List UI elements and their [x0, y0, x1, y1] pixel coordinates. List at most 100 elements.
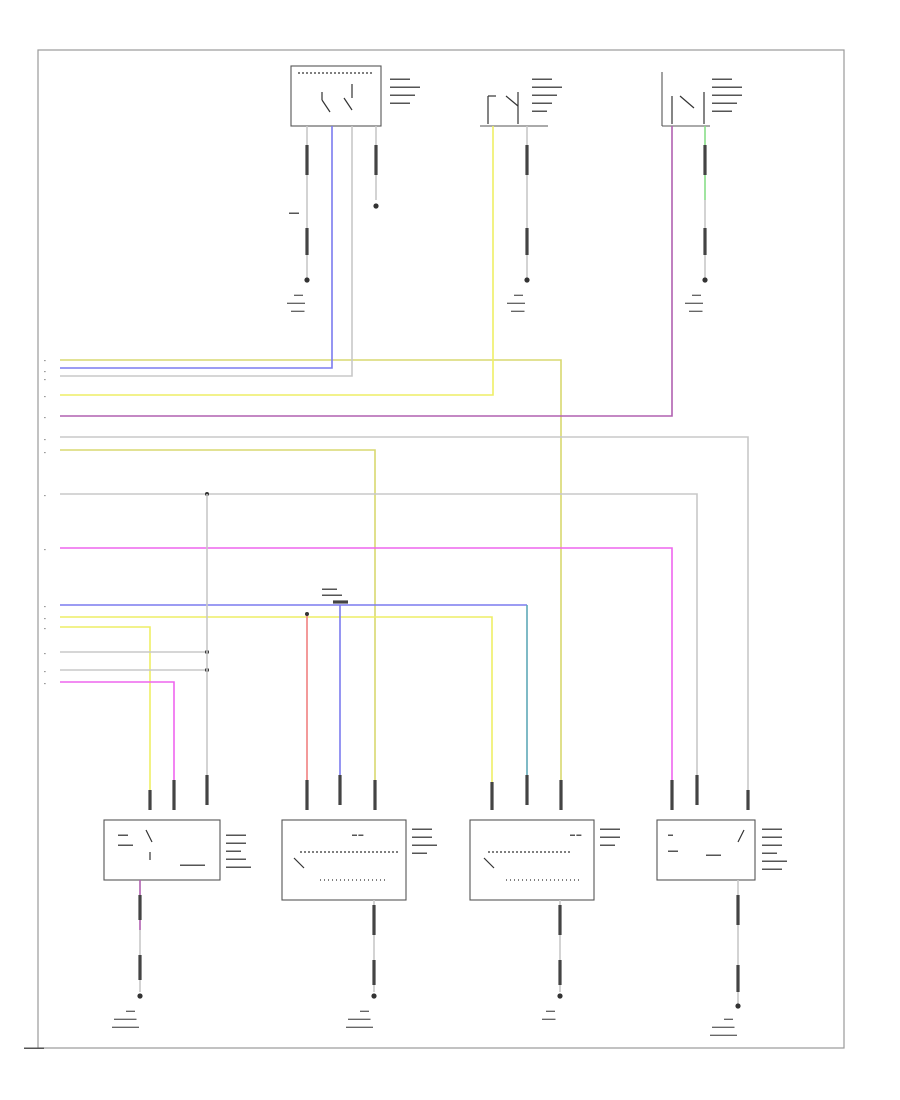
bus-wires	[60, 126, 749, 790]
sheet-id: ▬▬▬▬	[24, 1045, 44, 1051]
svg-text:▪: ▪	[44, 651, 46, 656]
top-left-switch-component: ▬▬▬▬ ▬▬▬▬▬▬ ▬▬▬▬▬ ▬▬▬▬	[290, 65, 420, 127]
top-middle-switch-component: ▬▬▬▬ ▬▬▬▬▬▬ ▬▬▬▬▬ ▬▬▬▬ ▬▬▬	[480, 76, 562, 127]
svg-text:▪: ▪	[44, 415, 46, 420]
svg-text:▬▬▬▬: ▬▬▬▬	[600, 826, 620, 832]
switch-contact-icon	[505, 95, 519, 107]
svg-text:▪: ▪	[44, 394, 46, 399]
svg-text:▬▬▬▬: ▬▬▬▬	[712, 76, 732, 82]
svg-text:▬▬▬: ▬▬▬	[118, 842, 133, 848]
svg-text:▬▬▬: ▬▬▬	[706, 852, 721, 858]
svg-text:▬▬▬▬: ▬▬▬▬	[390, 100, 410, 106]
svg-text:▬▬: ▬▬	[724, 1016, 734, 1021]
svg-text:▪: ▪	[44, 604, 46, 609]
bottom-switch-2: ▬ ▬ ▬▬▬▬ ▬▬▬▬ ▬▬▬▬▬ ▬▬▬	[281, 819, 437, 901]
svg-text:▪: ▪	[44, 358, 46, 363]
svg-text:▬▬▬: ▬▬▬	[532, 108, 547, 114]
svg-text:▬▬▬: ▬▬▬	[762, 850, 777, 856]
svg-text:▬▬▬▬: ▬▬▬▬	[600, 834, 620, 840]
svg-text:▬▬▬▬: ▬▬▬▬	[226, 856, 246, 862]
svg-text:▬▬: ▬▬	[514, 292, 524, 297]
svg-text:▬▬▬▬: ▬▬▬▬	[412, 834, 432, 840]
svg-text:▬▬: ▬▬	[289, 210, 299, 216]
svg-text:▬▬▬: ▬▬▬	[689, 308, 703, 313]
splice-dot-icon	[305, 612, 309, 616]
svg-text:▬▬▬▬▬: ▬▬▬▬▬	[180, 862, 205, 868]
bottom-switch-1: ▬▬ ▬▬▬ ▬▬▬▬▬ ▬▬▬▬ ▬▬▬▬ ▬▬▬ ▬▬▬▬ ▬▬▬▬▬	[103, 819, 251, 881]
svg-text:▬▬▬▬▬▬: ▬▬▬▬▬▬	[112, 1024, 140, 1029]
svg-text:▬▬▬: ▬▬▬	[542, 1016, 556, 1021]
svg-text:▬▬▬▬▬: ▬▬▬▬▬	[532, 92, 557, 98]
svg-text:▪: ▪	[44, 493, 46, 498]
switch-contact-icon	[293, 857, 305, 869]
ground-symbol-icon	[524, 277, 530, 283]
svg-text:▪: ▪	[44, 450, 46, 455]
svg-text:▬▬▬: ▬▬▬	[511, 308, 525, 313]
svg-text:▪: ▪	[44, 369, 46, 374]
svg-text:▬▬▬▬▬▬: ▬▬▬▬▬▬	[390, 84, 420, 90]
svg-text:▬▬▬▬▬: ▬▬▬▬▬	[390, 92, 415, 98]
svg-text:▬▬▬▬: ▬▬▬▬	[226, 840, 246, 846]
svg-text:▬▬: ▬▬	[668, 848, 678, 854]
ground-symbol-icon	[304, 277, 310, 283]
svg-text:▬▬▬▬▬: ▬▬▬▬▬	[412, 842, 437, 848]
svg-text:▬▬▬▬▬: ▬▬▬▬▬	[712, 1024, 735, 1029]
svg-text:▬▬▬: ▬▬▬	[600, 842, 615, 848]
svg-text:▪: ▪	[44, 547, 46, 552]
bottom-switch-4: ▬ ▬▬ ▬▬▬ ▬▬▬▬ ▬▬▬▬ ▬▬▬▬ ▬▬▬ ▬▬▬▬▬ ▬▬▬▬	[656, 819, 787, 881]
svg-text:▬▬▬▬: ▬▬▬▬	[322, 592, 342, 598]
svg-text:▬▬▬: ▬▬▬	[322, 586, 337, 592]
svg-text:▬▬▬▬: ▬▬▬▬	[226, 832, 246, 838]
svg-text:▬▬▬: ▬▬▬	[412, 850, 427, 856]
svg-text:▬▬▬▬: ▬▬▬▬	[287, 300, 306, 305]
svg-text:▬▬▬▬: ▬▬▬▬	[712, 108, 732, 114]
svg-text:▬▬▬▬▬: ▬▬▬▬▬	[114, 1016, 137, 1021]
ground-symbol-icon	[373, 203, 379, 209]
svg-text:▬▬: ▬▬	[126, 1008, 136, 1013]
svg-text:▪: ▪	[44, 669, 46, 674]
bottom-switch-3: ▬ ▬ ▬▬▬▬ ▬▬▬▬ ▬▬▬	[469, 819, 620, 901]
ground-symbol-icon	[371, 993, 377, 999]
svg-text:▬▬▬▬▬: ▬▬▬▬▬	[226, 864, 251, 870]
switch-contact-icon	[321, 99, 331, 113]
svg-text:▬▬▬▬: ▬▬▬▬	[762, 866, 782, 872]
svg-text:▪: ▪	[44, 616, 46, 621]
svg-text:▬▬▬▬: ▬▬▬▬	[762, 842, 782, 848]
ground-symbol-icon	[702, 277, 708, 283]
svg-text:▬▬▬▬: ▬▬▬▬	[685, 300, 704, 305]
top-right-switch-component: ▬▬▬▬ ▬▬▬▬▬▬ ▬▬▬▬▬▬ ▬▬▬▬▬ ▬▬▬▬	[661, 72, 742, 127]
svg-text:▬▬▬▬▬▬: ▬▬▬▬▬▬	[712, 84, 742, 90]
ground-symbol-icon	[557, 993, 563, 999]
switch-contact-icon	[483, 857, 495, 869]
switch-contact-icon	[679, 95, 695, 109]
svg-text:▬▬: ▬▬	[118, 832, 128, 838]
ground-labels: ▬▬ ▬▬▬▬ ▬▬▬ ▬▬ ▬▬▬▬ ▬▬▬ ▬▬ ▬▬▬▬ ▬▬▬ ▬▬ ▬…	[112, 292, 738, 1037]
diagram-frame	[37, 49, 845, 1049]
svg-text:▬▬▬▬▬▬: ▬▬▬▬▬▬	[710, 1032, 738, 1037]
ground-symbol-icon	[735, 1003, 741, 1009]
svg-text:▬ ▬: ▬ ▬	[570, 832, 581, 838]
svg-text:▬▬▬: ▬▬▬	[291, 308, 305, 313]
bottom-ground-leads	[137, 880, 741, 1009]
svg-text:▪: ▪	[44, 377, 46, 382]
svg-text:▬▬▬▬: ▬▬▬▬	[412, 826, 432, 832]
svg-text:▬▬: ▬▬	[360, 1008, 370, 1013]
svg-text:▬▬▬▬▬: ▬▬▬▬▬	[348, 1016, 371, 1021]
svg-text:▬▬▬▬▬▬: ▬▬▬▬▬▬	[532, 84, 562, 90]
svg-text:▬▬▬▬: ▬▬▬▬	[532, 76, 552, 82]
top-ground-leads: ▬▬	[289, 126, 708, 283]
svg-text:▬▬▬: ▬▬▬	[226, 848, 241, 854]
svg-text:▬: ▬	[668, 832, 673, 838]
bottom-connector-blocks	[148, 775, 750, 810]
svg-text:▬▬▬▬: ▬▬▬▬	[507, 300, 526, 305]
svg-text:▪: ▪	[44, 681, 46, 686]
svg-text:▪: ▪	[44, 437, 46, 442]
ground-symbol-icon	[137, 993, 143, 999]
switch-contact-icon	[737, 829, 745, 843]
svg-text:▬ ▬: ▬ ▬	[352, 832, 363, 838]
svg-text:▬▬: ▬▬	[692, 292, 702, 297]
svg-text:▬▬: ▬▬	[294, 292, 304, 297]
svg-text:▬▬▬▬▬: ▬▬▬▬▬	[712, 100, 737, 106]
svg-text:▬▬▬▬▬▬: ▬▬▬▬▬▬	[712, 92, 742, 98]
